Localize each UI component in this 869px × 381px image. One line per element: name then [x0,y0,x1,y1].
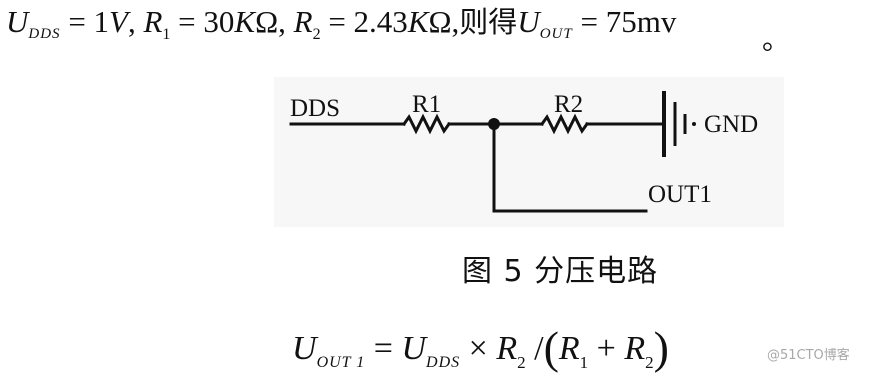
watermark-text: @51CTO博客 [767,348,850,363]
result-text: 则得 [459,5,518,39]
u-out-symbol: U [517,4,540,39]
u-symbol: U [6,4,29,39]
voltage-divider-circuit [289,91,696,213]
u-out-value: = 75mv [572,4,677,39]
r2-value: = 2.43 [320,4,408,39]
out1-label: OUT1 [648,181,712,208]
r2-symbol: R [293,4,313,39]
figure-caption: 图 5 分压电路 [462,254,659,289]
equals-1v-number: = 1 [60,4,110,39]
ground-dot [692,122,696,126]
dds-label: DDS [290,95,341,122]
chinese-period: 。 [762,23,791,56]
formula-equals: = [365,330,402,367]
gnd-label: GND [704,111,759,138]
r1-value: = 30 [170,4,235,39]
r1-subscript: 1 [162,26,171,43]
formula-u-symbol: U [292,330,317,367]
r1-symbol: R [143,4,163,39]
formula-r1-subscript: 1 [579,353,589,372]
ground-symbol [662,91,687,157]
formula-times: × [460,330,497,367]
formula-r2b-subscript: 2 [645,353,654,372]
dds-subscript: DDS [28,26,61,42]
r2-label: R2 [554,91,584,118]
formula-r2b-symbol: R [624,330,646,367]
formula-dds-subscript: DDS [426,354,461,371]
r1-resistor-symbol [401,113,452,135]
formula-r2-subscript: 2 [517,353,526,372]
r2-ohm-unit: Ω, [428,4,460,39]
formula-left-paren: ( [543,322,559,373]
separator-comma: , [127,4,144,39]
r2-k-unit: K [407,4,429,39]
formula-right-paren: ) [653,322,669,373]
out-subscript: OUT [539,26,573,42]
formula-divide: / [525,330,544,367]
r2-resistor-symbol [539,113,590,135]
formula-r1-symbol: R [558,330,580,367]
r1-ohm-unit: Ω, [255,4,294,39]
r2-subscript: 2 [312,26,321,43]
formula-r2-symbol: R [496,330,518,367]
r1-k-unit: K [234,4,256,39]
circuit-background [274,77,784,227]
given-values-line: UDDS = 1V, R1 = 30KΩ, R2 = 2.43KΩ,则得UOUT… [6,2,806,43]
r1-label: R1 [412,91,442,118]
formula-plus: + [588,330,625,367]
divider-formula: UOUT 1 = UDDS × R2 /(R1 + R2) [292,318,669,373]
formula-u-dds-symbol: U [401,330,427,367]
volt-unit: V [109,4,128,39]
junction-dot [488,118,500,130]
formula-out1-subscript: OUT 1 [316,354,366,371]
